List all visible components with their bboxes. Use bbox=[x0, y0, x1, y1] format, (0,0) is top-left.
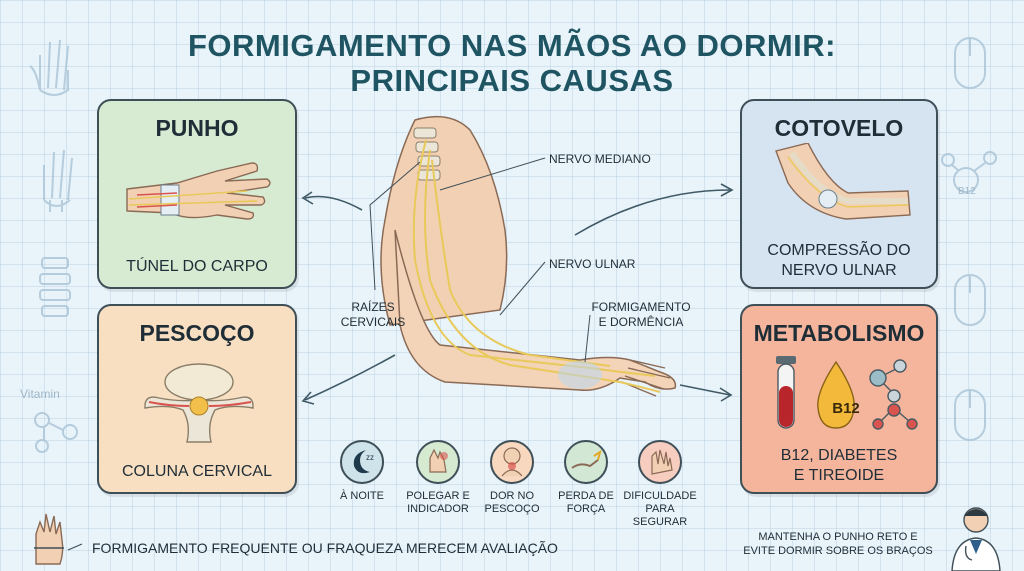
hand-skeleton-icon bbox=[43, 149, 73, 212]
card-pescoco: PESCOÇO COLUNA CERVICAL bbox=[97, 304, 297, 494]
cervical-vertebra-icon bbox=[144, 363, 254, 443]
symptom-strength-l2: FORÇA bbox=[566, 503, 606, 515]
symptom-thumb-l2: INDICADOR bbox=[407, 503, 469, 515]
doctor-icon bbox=[951, 507, 1001, 571]
label-formigamento: FORMIGAMENTO E DORMÊNCIA bbox=[586, 300, 696, 330]
arrow-to-metabolismo bbox=[679, 384, 731, 396]
label-nervo-ulnar: NERVO ULNAR bbox=[549, 257, 636, 271]
page-title: FORMIGAMENTO NAS MÃOS AO DORMIR: PRINCIP… bbox=[120, 28, 904, 98]
b12-drop-icon bbox=[817, 360, 855, 429]
symptom-label-night: À NOITE bbox=[322, 490, 402, 503]
card-punho-sub: TÚNEL DO CARPO bbox=[126, 258, 268, 275]
arrow-to-pescoco bbox=[304, 354, 396, 401]
footer-tip: MANTENHA O PUNHO RETO E EVITE DORMIR SOB… bbox=[738, 530, 938, 558]
symptom-label-thumb: POLEGAR E INDICADOR bbox=[398, 490, 478, 516]
symptom-label-strength: PERDA DE FORÇA bbox=[546, 490, 626, 516]
card-cotovelo-sub-line-1: COMPRESSÃO DO bbox=[767, 242, 911, 259]
label-raizes-cervicais: RAÍZES CERVICAIS bbox=[340, 300, 406, 330]
card-cotovelo-sub-line-2: NERVO ULNAR bbox=[781, 262, 897, 279]
title-line-2: PRINCIPAIS CAUSAS bbox=[350, 63, 674, 98]
symptom-grip-l2: PARA SEGURAR bbox=[632, 503, 688, 528]
symptom-night-l1: À NOITE bbox=[339, 490, 384, 502]
footer-tip-line-1: MANTENHA O PUNHO RETO E bbox=[758, 531, 918, 543]
hand-grab-icon bbox=[651, 449, 673, 475]
card-metabolismo-sub-line-1: B12, DIABETES bbox=[780, 447, 898, 464]
footer-tip-line-2: EVITE DORMIR SOBRE OS BRAÇOS bbox=[743, 545, 933, 557]
b12-badge: B12 bbox=[832, 400, 860, 417]
symptom-strength-l1: PERDA DE bbox=[558, 490, 614, 502]
arrow-to-cotovelo bbox=[574, 189, 731, 236]
thumb-index-icon bbox=[429, 448, 448, 473]
card-metabolismo-sub-line-2: E TIREOIDE bbox=[793, 467, 885, 484]
hand-outline-icon bbox=[29, 39, 69, 96]
label-formig-line-1: FORMIGAMENTO bbox=[591, 300, 691, 314]
wrist-footer-icon bbox=[34, 513, 83, 565]
symptom-label-neck: DOR NO PESCOÇO bbox=[472, 490, 552, 516]
symptom-thumb-index-icon bbox=[416, 440, 460, 484]
arrow-to-punho bbox=[304, 195, 363, 211]
b12-molecule-icon bbox=[941, 151, 997, 193]
b12-side-text: B12 bbox=[958, 186, 976, 197]
symptom-grip-l1: DIFICULDADE bbox=[623, 490, 697, 502]
blood-tube-icon bbox=[776, 356, 796, 429]
wrist-hand-icon bbox=[126, 162, 271, 220]
symptom-neck-pain-icon bbox=[490, 440, 534, 484]
symptom-weak-grip-icon bbox=[564, 440, 608, 484]
vitamin-text: Vitamin bbox=[20, 387, 60, 401]
tingling-area bbox=[558, 361, 602, 389]
spine-icon bbox=[39, 257, 71, 317]
weak-grip-icon bbox=[571, 449, 602, 469]
card-pescoco-title: PESCOÇO bbox=[139, 320, 255, 346]
label-nervo-mediano: NERVO MEDIANO bbox=[549, 152, 651, 166]
symptom-neck-l2: PESCOÇO bbox=[484, 503, 540, 515]
card-pescoco-sub: COLUNA CERVICAL bbox=[122, 463, 272, 480]
label-raizes-line-1: RAÍZES bbox=[351, 300, 395, 314]
label-raizes-line-2: CERVICAIS bbox=[340, 315, 406, 329]
label-formig-line-2: E DORMÊNCIA bbox=[598, 315, 684, 329]
title-line-1: FORMIGAMENTO NAS MÃOS AO DORMIR: bbox=[187, 28, 837, 63]
svg-text:zz: zz bbox=[366, 453, 374, 462]
elbow-icon bbox=[775, 143, 911, 220]
arm-nerve-illustration bbox=[369, 115, 677, 397]
symptom-neck-l1: DOR NO bbox=[490, 490, 534, 502]
molecule-icon bbox=[869, 359, 918, 430]
card-cotovelo-sub: COMPRESSÃO DO NERVO ULNAR bbox=[742, 241, 936, 281]
card-metabolismo: METABOLISMO B12 B12, DIABETES E TIREOIDE bbox=[740, 304, 938, 494]
median-nerve bbox=[412, 139, 656, 377]
symptom-thumb-l1: POLEGAR E bbox=[406, 490, 470, 502]
symptom-night-icon: zz bbox=[340, 440, 384, 484]
symptom-label-grip: DIFICULDADE PARA SEGURAR bbox=[620, 490, 700, 529]
molecule-icon bbox=[34, 412, 78, 453]
card-cotovelo: COTOVELO COMPRESSÃO DO NERVO ULNAR bbox=[740, 99, 938, 289]
card-punho-title: PUNHO bbox=[155, 115, 239, 141]
metabolism-icons bbox=[776, 356, 918, 430]
neck-pain-icon bbox=[501, 447, 523, 477]
ulnar-nerve bbox=[424, 149, 661, 393]
card-metabolismo-title: METABOLISMO bbox=[753, 320, 925, 346]
card-cotovelo-title: COTOVELO bbox=[774, 115, 904, 141]
card-metabolismo-sub: B12, DIABETES E TIREOIDE bbox=[742, 446, 936, 486]
moon-icon: zz bbox=[353, 450, 374, 474]
symptom-hand-grab-icon bbox=[638, 440, 682, 484]
card-punho: PUNHO TÚNEL DO CARPO bbox=[97, 99, 297, 289]
footer-warning-text: FORMIGAMENTO FREQUENTE OU FRAQUEZA MEREC… bbox=[92, 540, 558, 556]
